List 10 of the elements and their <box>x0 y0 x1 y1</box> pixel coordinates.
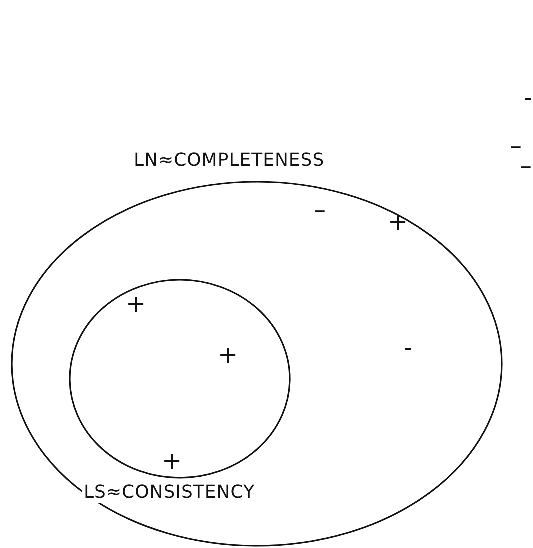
sign-mark: – <box>520 154 532 178</box>
sign-mark: + <box>126 292 146 316</box>
sign-mark: + <box>218 343 238 367</box>
sign-mark: - <box>404 336 413 360</box>
sign-mark: + <box>162 449 182 473</box>
sign-mark: - <box>524 86 533 110</box>
sign-mark: – <box>510 134 522 158</box>
sign-mark: – <box>314 198 326 222</box>
set-label: LS≈CONSISTENCY <box>82 482 257 503</box>
sign-mark: + <box>388 210 408 234</box>
